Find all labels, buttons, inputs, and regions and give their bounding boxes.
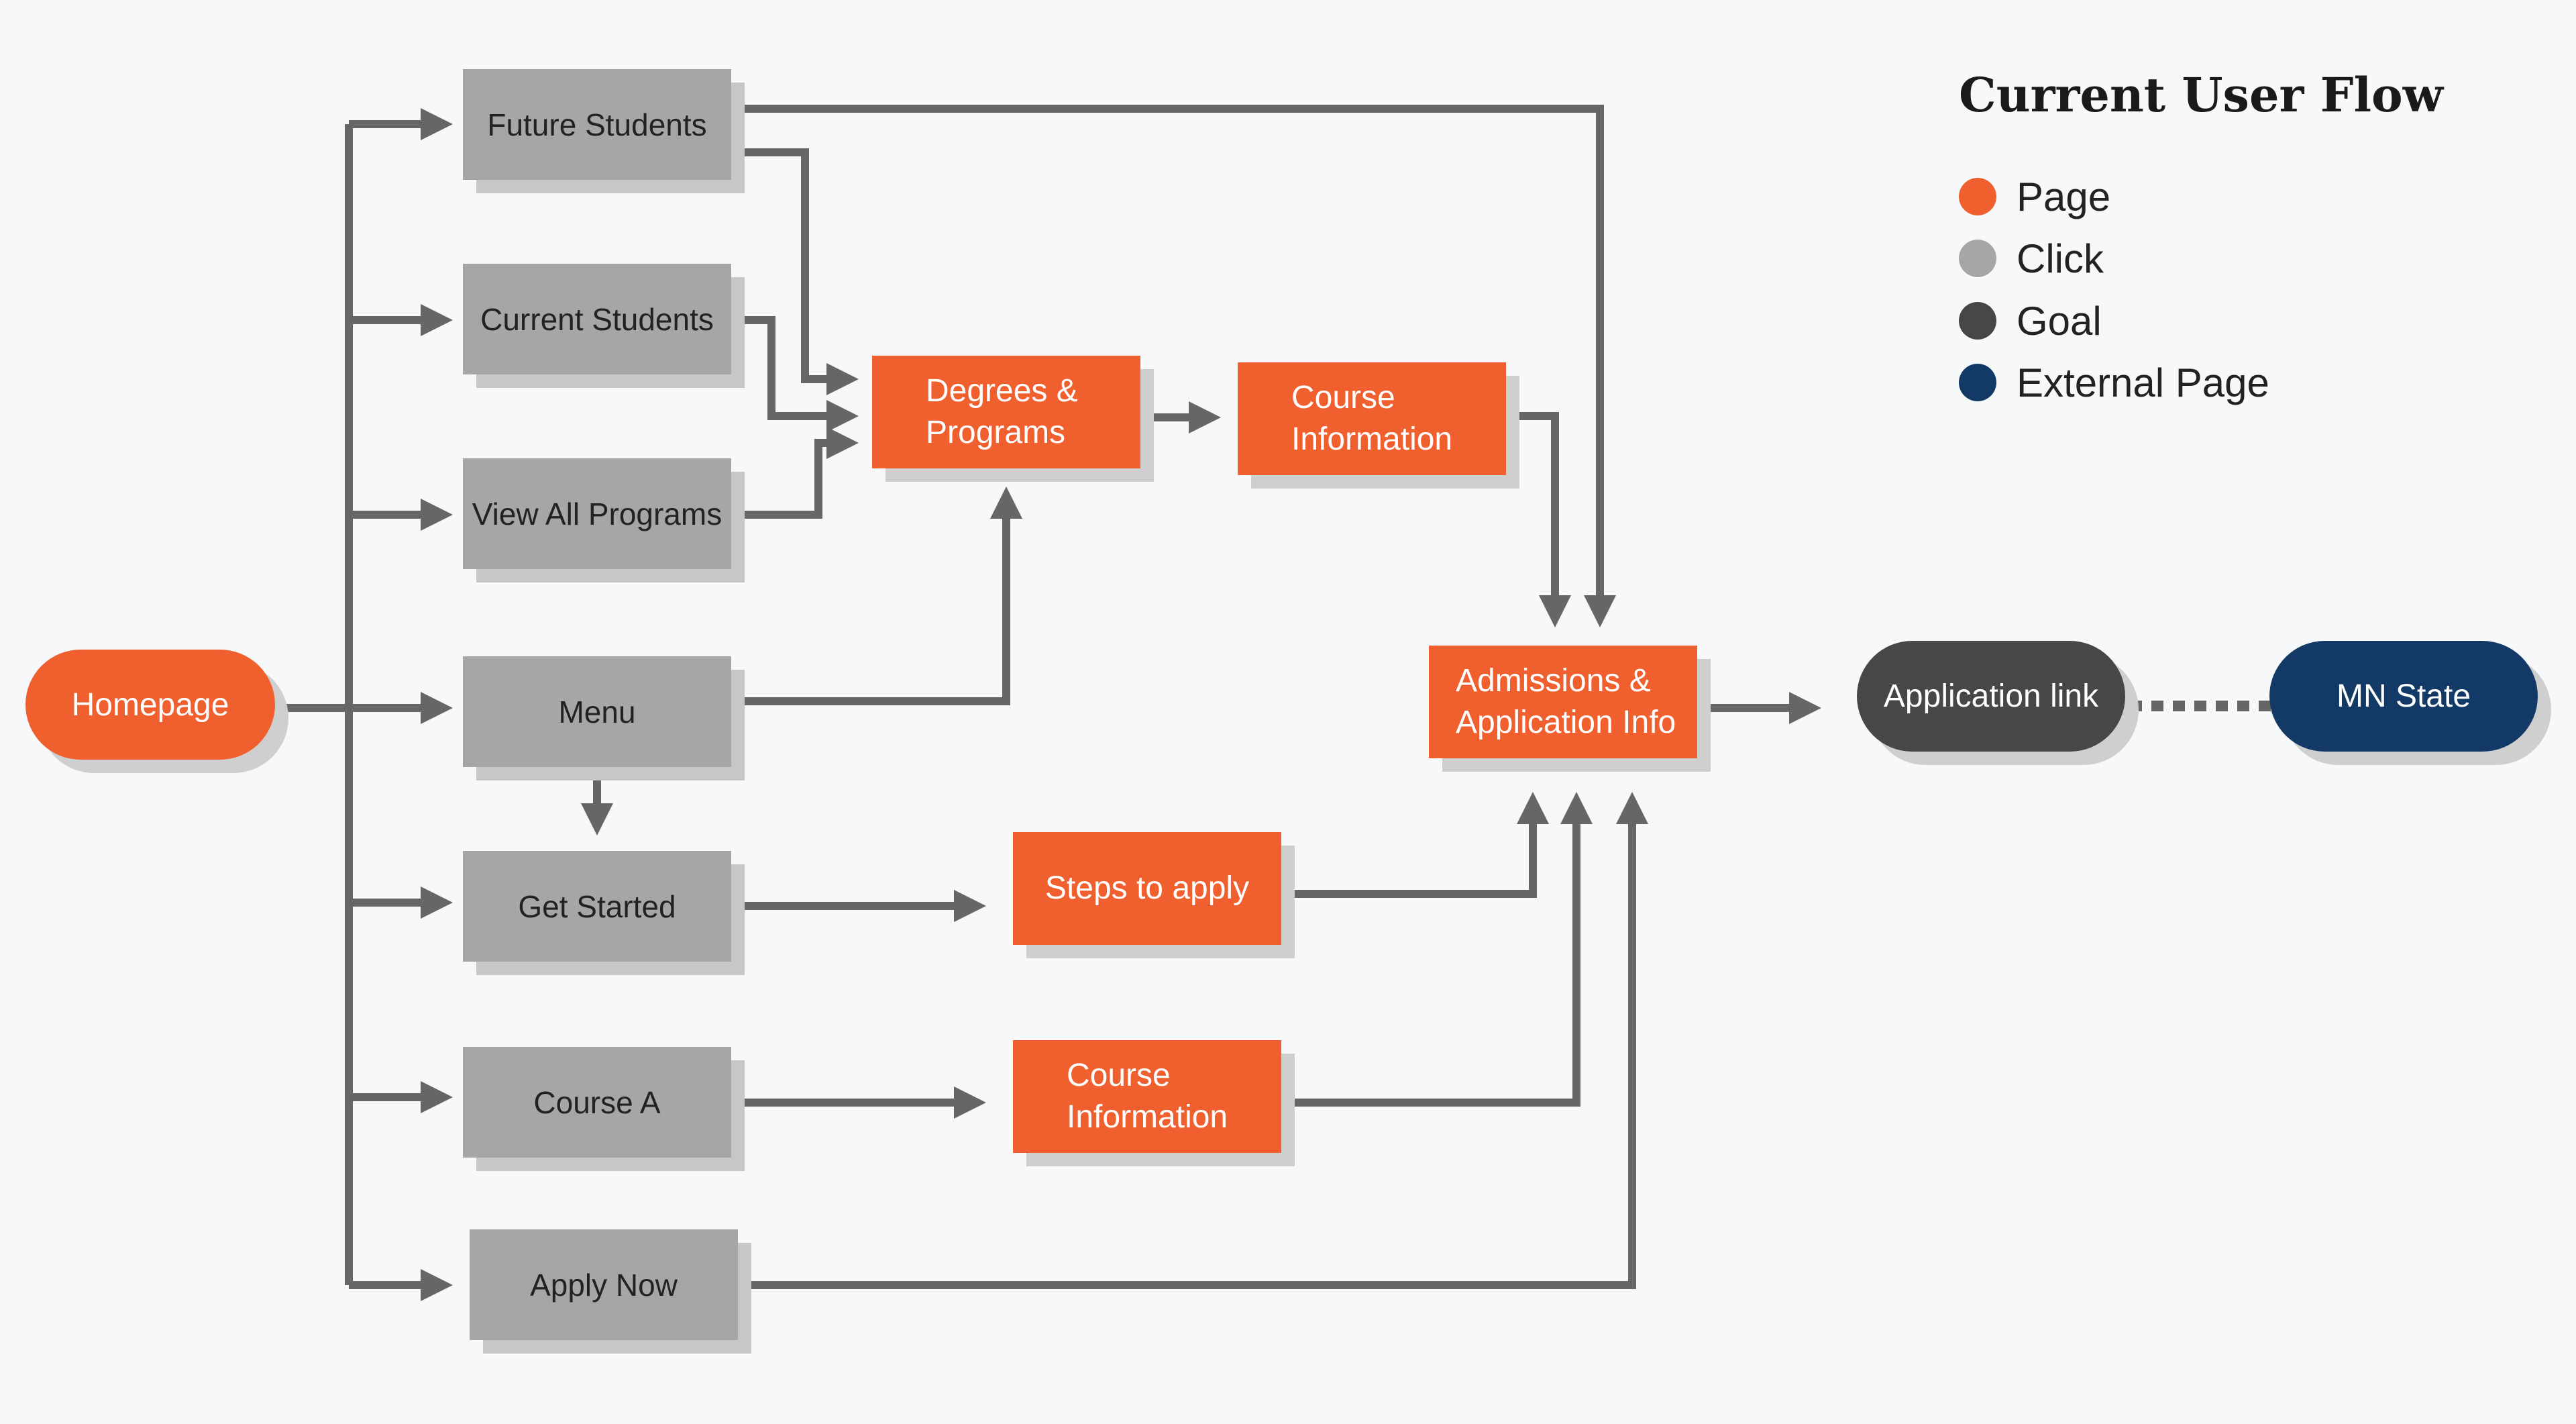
goal-dot-icon: [1959, 302, 1996, 340]
legend-label-page: Page: [2017, 174, 2111, 219]
future-students-label: Future Students: [487, 107, 707, 142]
admissions-info-node[interactable]: Admissions & Application Info: [1429, 646, 1697, 758]
connector-steps-to-admissions: [1281, 792, 1549, 898]
future-students-node[interactable]: Future Students: [463, 69, 731, 180]
legend-label-click: Click: [2017, 236, 2104, 281]
connector-apply-now-to-admissions: [738, 792, 1648, 1289]
current-students-node[interactable]: Current Students: [463, 264, 731, 374]
legend-title: Current User Flow: [1959, 67, 2443, 123]
degrees-programs-label: Degrees & Programs: [926, 373, 1078, 450]
connector-viewall-to-degrees: [731, 427, 859, 519]
degrees-programs-node[interactable]: Degrees & Programs: [872, 356, 1140, 468]
current-students-label: Current Students: [480, 301, 714, 337]
mn-state-label: MN State: [2336, 678, 2471, 714]
mn-state-node[interactable]: MN State: [2269, 641, 2538, 752]
course-a-node[interactable]: Course A: [463, 1047, 731, 1158]
apply-now-label: Apply Now: [530, 1267, 678, 1303]
menu-label: Menu: [558, 694, 636, 729]
connector-current-to-degrees: [731, 316, 859, 432]
get-started-label: Get Started: [518, 888, 676, 924]
legend-item-goal: Goal: [1959, 297, 2102, 344]
connector-course-info2-to-admissions: [1281, 792, 1593, 1107]
page-dot-icon: [1959, 178, 1996, 215]
steps-to-apply-node[interactable]: Steps to apply: [1013, 832, 1281, 945]
connector-menu-to-degrees: [731, 487, 1022, 705]
legend-item-external-page: External Page: [1959, 359, 2269, 406]
admissions-info-label: Admissions & Application Info: [1456, 663, 1676, 740]
apply-now-node[interactable]: Apply Now: [470, 1229, 738, 1340]
connector-future-to-degrees: [731, 148, 859, 395]
legend-label-external-page: External Page: [2017, 360, 2269, 405]
connector-future-to-admissions: [731, 105, 1616, 627]
course-information-label-2: Course Information: [1067, 1058, 1228, 1135]
course-information-node-2[interactable]: Course Information: [1013, 1040, 1281, 1153]
course-a-label: Course A: [533, 1084, 661, 1120]
external-page-dot-icon: [1959, 364, 1996, 401]
legend-item-click: Click: [1959, 235, 2104, 282]
course-information-label-1: Course Information: [1291, 380, 1453, 457]
application-link-label: Application link: [1883, 678, 2099, 714]
view-all-programs-node[interactable]: View All Programs: [463, 458, 731, 569]
application-link-node[interactable]: Application link: [1857, 641, 2125, 752]
steps-to-apply-label: Steps to apply: [1044, 870, 1250, 906]
view-all-programs-label: View All Programs: [472, 496, 722, 531]
homepage-label: Homepage: [71, 686, 229, 723]
connector-course-info-to-admissions: [1506, 412, 1571, 627]
get-started-node[interactable]: Get Started: [463, 851, 731, 962]
course-information-node-1[interactable]: Course Information: [1238, 362, 1506, 475]
click-dot-icon: [1959, 240, 1996, 277]
menu-node[interactable]: Menu: [463, 656, 731, 767]
legend-label-goal: Goal: [2017, 298, 2102, 344]
homepage-node[interactable]: Homepage: [25, 650, 275, 760]
legend-item-page: Page: [1959, 173, 2110, 220]
